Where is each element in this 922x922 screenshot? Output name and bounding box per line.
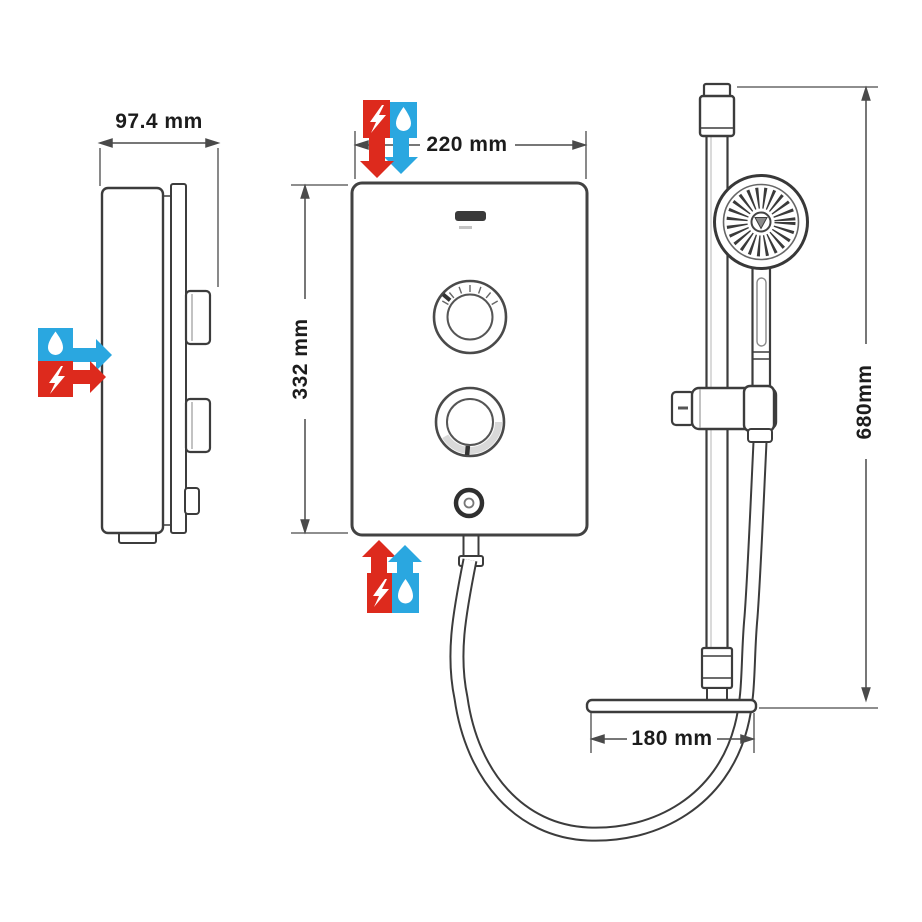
- temperature-dial-ticks: [441, 285, 499, 306]
- temperature-dial: [432, 279, 508, 355]
- start-stop-button-dot: [463, 497, 475, 509]
- side-body-step: [163, 195, 171, 526]
- start-stop-button: [453, 487, 485, 519]
- extension-lines: [99, 148, 219, 287]
- extension-lines: [590, 713, 755, 753]
- brand-logo-subtext: [459, 226, 472, 229]
- flow-dial: [434, 386, 506, 458]
- side-view: [100, 183, 212, 544]
- extension-lines: [354, 131, 587, 179]
- temperature-dial-marker: [441, 292, 452, 302]
- arrowhead-right: [572, 140, 588, 150]
- electric-inlet-arrow-up: [362, 540, 396, 574]
- lightning-bolt-icon: [49, 366, 65, 394]
- arrowhead-top: [300, 183, 310, 199]
- electric-inlet-arrow-right: [72, 361, 106, 393]
- lightning-bolt-icon: [373, 579, 389, 607]
- outlet-pipe: [462, 535, 480, 556]
- rail-end-fitting-bands: [702, 655, 732, 679]
- arrowhead-top: [861, 85, 871, 101]
- arrowhead-left: [589, 734, 605, 744]
- side-back-plate: [170, 183, 187, 534]
- dimension-label-unit-width: 220 mm: [426, 133, 508, 156]
- flow-dial-marker: [464, 445, 471, 456]
- rail-cap: [698, 94, 736, 138]
- brand-logo: [455, 211, 486, 221]
- rail-view: [670, 82, 809, 703]
- bracket-handle-sleeve: [742, 384, 776, 433]
- dimension-unit-height: [291, 183, 348, 535]
- arrowhead-bottom: [300, 519, 310, 535]
- arrowhead-bottom: [861, 687, 871, 703]
- arrowhead-right: [205, 138, 221, 148]
- handset-center-cone: [754, 217, 768, 230]
- front-view: [350, 181, 589, 567]
- handle-hose-collar: [747, 428, 773, 443]
- lightning-bolt-icon: [370, 105, 386, 133]
- soap-dish: [585, 698, 758, 714]
- front-unit-body: [350, 181, 589, 537]
- dimension-label-soap-dish-width: 180 mm: [631, 727, 713, 750]
- supply-icon-bottom: [362, 540, 422, 613]
- dimension-soap-dish-width: [589, 713, 756, 753]
- dimension-unit-depth: [97, 138, 221, 287]
- water-drop-icon: [398, 579, 413, 604]
- side-dial-knob-upper: [184, 289, 212, 346]
- dimension-rail-height: [737, 85, 878, 709]
- dimension-label-unit-depth: 97.4 mm: [115, 110, 203, 133]
- shower-hose: [449, 441, 768, 842]
- temperature-dial-inner: [446, 293, 494, 341]
- supply-icon-side: [38, 328, 112, 397]
- handset-face: [722, 183, 800, 261]
- electric-inlet-arrow-down: [360, 137, 394, 178]
- side-dial-knob-lower: [184, 397, 212, 454]
- arrowhead-right: [740, 734, 756, 744]
- side-button-knob: [184, 487, 200, 515]
- side-unit-body: [100, 186, 165, 535]
- handset-handle: [751, 267, 772, 388]
- dimension-label-rail-height: 680mm: [853, 364, 876, 440]
- handle-bands: [752, 351, 770, 360]
- supply-icon-top: [360, 100, 418, 178]
- rail-end-fitting: [700, 646, 734, 690]
- dimension-label-unit-height: 332 mm: [289, 318, 312, 400]
- water-inlet-arrow-down: [384, 137, 418, 174]
- rail-bracket: [670, 384, 778, 443]
- extension-lines: [291, 184, 348, 534]
- flow-dial-shading: [438, 390, 502, 454]
- water-drop-icon: [48, 331, 63, 356]
- extension-lines: [737, 86, 878, 709]
- arrowhead-left: [97, 138, 113, 148]
- water-inlet-arrow-right: [72, 339, 112, 371]
- handle-slot: [756, 277, 767, 347]
- shower-handset: [713, 174, 809, 388]
- hose-fill: [451, 441, 766, 840]
- water-drop-icon: [396, 107, 411, 131]
- dimension-unit-width: [353, 131, 588, 179]
- spray-pattern: [726, 187, 796, 257]
- arrowhead-left: [353, 140, 369, 150]
- water-inlet-arrow-up: [388, 545, 422, 574]
- flow-dial-inner: [446, 398, 494, 446]
